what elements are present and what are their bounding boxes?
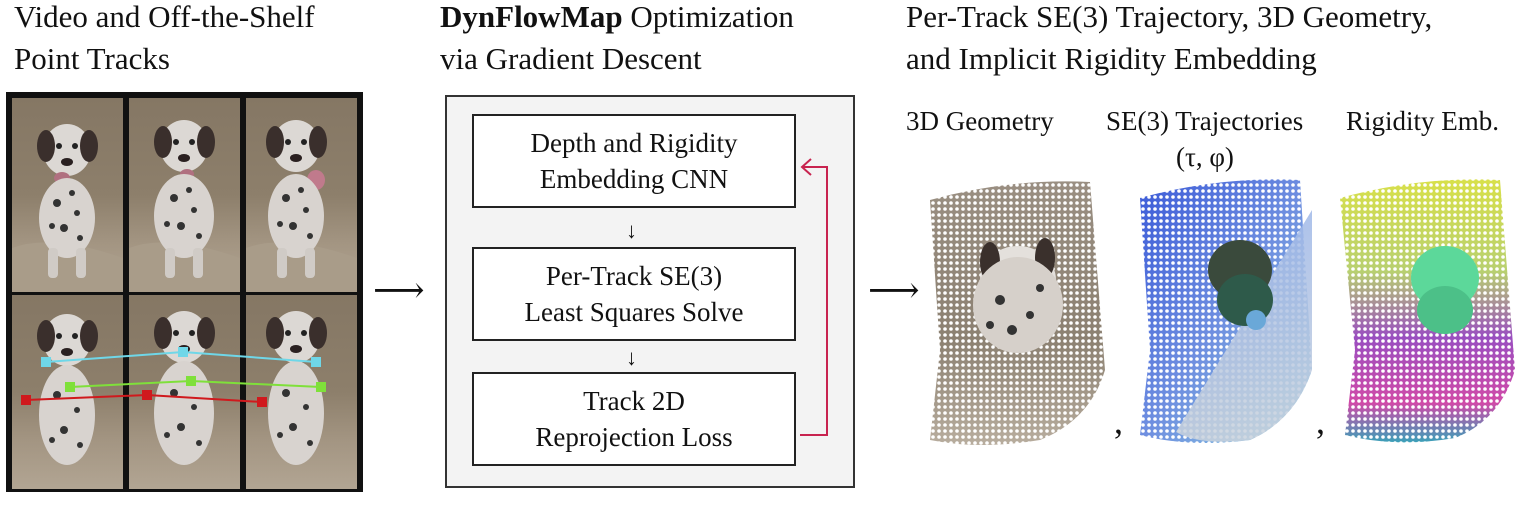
track-point [311,357,321,367]
track-red [21,390,267,407]
middle-title-line2: via Gradient Descent [440,41,702,76]
stage-reprojection-loss: Track 2D Reprojection Loss [472,372,796,466]
track-point [142,390,152,400]
stage-label-line1: Depth and Rigidity [530,128,738,158]
track-point [316,382,326,392]
right-title-line1: Per-Track SE(3) Trajectory, 3D Geometry, [906,0,1433,34]
stage-label-line1: Per-Track SE(3) [545,261,723,291]
video-frame-6 [246,295,357,489]
track-point [186,376,196,386]
left-panel-title: Video and Off-the-Shelf Point Tracks [14,0,315,80]
dog-illustration [246,120,357,292]
track-point [41,357,51,367]
point-cloud-renders [930,179,1515,445]
video-frame-2 [129,98,240,292]
right-panel-title: Per-Track SE(3) Trajectory, 3D Geometry,… [906,0,1432,80]
video-frame-1 [12,98,123,292]
dog-illustration [129,120,240,292]
dog-illustration [12,124,123,292]
right-arrow-1: ⟶ [373,270,425,310]
subtitle-se3-trajectories: SE(3) Trajectories [1106,106,1304,136]
middle-title-line1: DynFlowMap Optimization [440,0,794,38]
track-point [178,347,188,357]
comma-separator-2: , [1316,401,1325,441]
subtitle-tau-phi: (τ, φ) [1176,142,1234,172]
trajectory-point-cloud [1140,179,1312,444]
video-frame-3 [246,98,357,292]
right-title-line2: and Implicit Rigidity Embedding [906,41,1317,76]
stage-label-line2: Least Squares Solve [524,297,744,327]
track-point [21,395,31,405]
down-arrow-2: ↓ [626,345,637,370]
subtitle-rigidity-emb: Rigidity Emb. [1346,106,1500,136]
point-tracks-overlay [21,347,326,407]
middle-panel-title: DynFlowMap Optimization via Gradient Des… [440,0,794,80]
left-title-line1: Video and Off-the-Shelf [14,0,315,34]
comma-separator-1: , [1114,401,1123,441]
right-arrow-2: ⟶ [868,270,920,310]
stage-least-squares: Per-Track SE(3) Least Squares Solve [472,247,796,341]
stage-depth-cnn: Depth and Rigidity Embedding CNN [472,114,796,208]
track-point [257,397,267,407]
subtitle-3d-geometry: 3D Geometry [906,106,1054,136]
middle-title-rest: Optimization [622,0,794,34]
stage-label-line2: Reprojection Loss [535,422,733,452]
dog-illustration [37,314,98,465]
track-point [65,382,75,392]
down-arrow-1: ↓ [626,218,637,243]
track-cyan [41,347,321,367]
stage-label-line2: Embedding CNN [539,164,729,194]
stage-label-line1: Track 2D [583,386,685,416]
left-title-line2: Point Tracks [14,41,170,76]
method-name: DynFlowMap [440,0,623,34]
geometry-point-cloud [930,181,1105,445]
track-green [65,376,326,392]
rigidity-point-cloud [1340,179,1515,443]
feedback-loop-arrow [800,158,828,436]
